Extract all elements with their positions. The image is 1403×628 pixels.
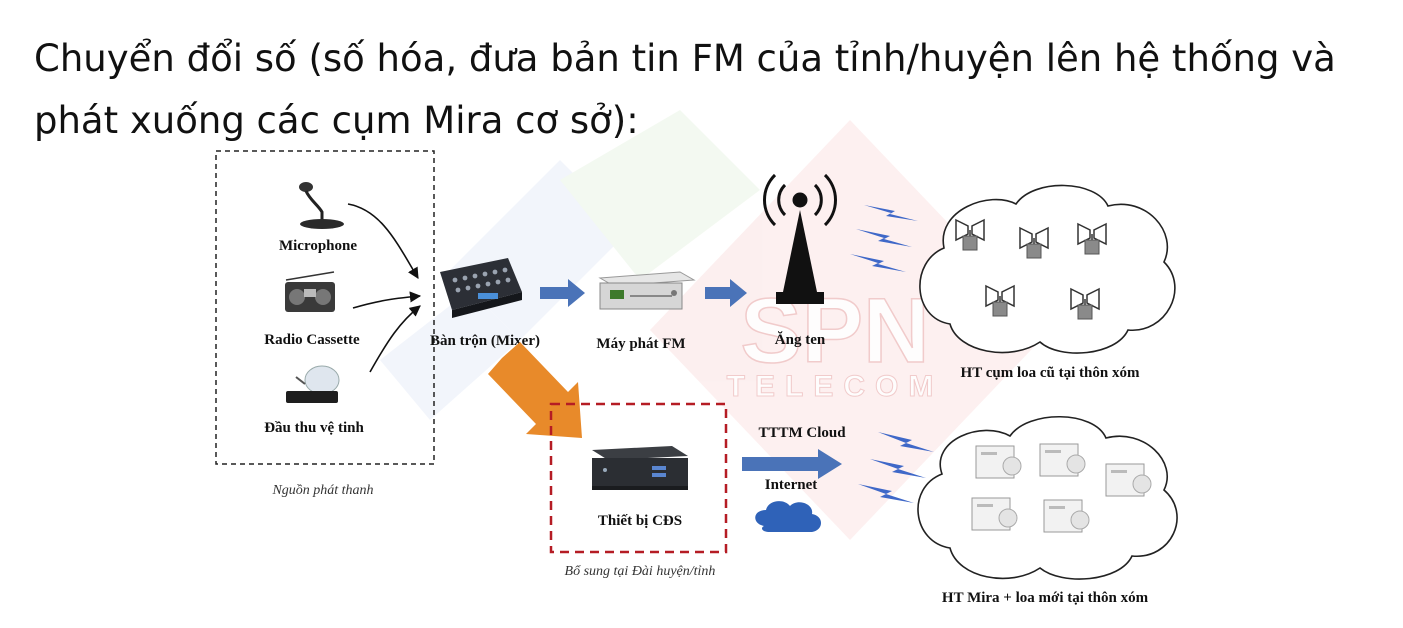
cds-box — [549, 402, 728, 554]
arrow-microphone-mixer — [347, 203, 419, 279]
speaker-icon — [1077, 222, 1107, 255]
fm-transmitter-label: Máy phát FM — [596, 336, 685, 352]
old-speakers — [955, 218, 1107, 320]
cds-label: Thiết bị CĐS — [598, 513, 682, 529]
mira-device-icon — [975, 445, 1022, 479]
watermark-sub: TELECOM — [727, 370, 944, 403]
mixer-label: Bàn trộn (Mixer) — [430, 333, 540, 349]
satellite-receiver-label: Đầu thu vệ tinh — [264, 420, 364, 436]
sources-box — [215, 150, 435, 465]
cloud-old-cluster — [919, 184, 1176, 354]
speaker-icon — [985, 284, 1015, 317]
arrow-cds-cloud — [742, 449, 842, 479]
watermark-main: SPN — [740, 280, 929, 382]
speaker-icon — [1070, 287, 1100, 320]
mira-device-icon — [1039, 443, 1086, 477]
mira-devices — [971, 443, 1152, 533]
page-title: Chuyển đổi số (số hóa, đưa bản tin FM củ… — [34, 37, 1336, 142]
internet-cloud-icon — [755, 501, 821, 532]
radio-waves-old-icon — [850, 205, 918, 272]
microphone-label: Microphone — [279, 238, 357, 254]
antenna-tower-icon — [762, 173, 838, 304]
cluster-old-label: HT cụm loa cũ tại thôn xóm — [961, 365, 1140, 381]
sources-caption: Nguồn phát thanh — [271, 483, 373, 498]
arrow-radio-mixer — [352, 291, 422, 309]
radio-cassette-label: Radio Cassette — [264, 332, 360, 348]
arrow-mixer-cds — [488, 342, 582, 438]
satellite-receiver-icon — [286, 365, 340, 403]
microphone-icon — [299, 182, 344, 229]
radio-waves-new-icon — [858, 432, 934, 503]
mira-device-icon — [1043, 499, 1090, 533]
cloud-new-cluster — [917, 415, 1178, 580]
mira-device-icon — [1105, 463, 1152, 497]
arrow-fm-antenna — [705, 279, 747, 307]
cds-caption: Bổ sung tại Đài huyện/tỉnh — [565, 564, 716, 579]
watermark: SPN TELECOM — [726, 279, 944, 403]
cluster-new-label: HT Mira + loa mới tại thôn xóm — [942, 590, 1149, 606]
radio-cassette-icon — [285, 271, 335, 312]
speaker-icon — [1019, 226, 1049, 259]
mixer-icon — [440, 258, 522, 318]
mira-device-icon — [971, 497, 1018, 531]
speaker-icon — [955, 218, 985, 251]
cloud-link-top-label: TTTM Cloud — [758, 425, 846, 441]
mini-pc-icon — [592, 446, 688, 490]
fm-transmitter-icon — [598, 271, 696, 310]
arrow-mixer-fm — [540, 279, 585, 307]
arrow-satellite-mixer — [369, 305, 421, 373]
antenna-label: Ăng ten — [775, 331, 826, 348]
cloud-link-bottom-label: Internet — [765, 477, 818, 493]
